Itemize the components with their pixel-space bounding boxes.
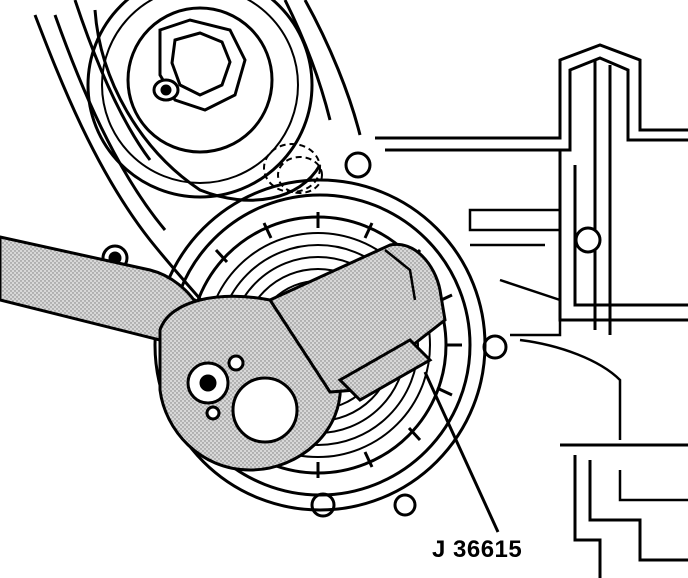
engine-bolt-heads — [310, 151, 602, 518]
tool-callout-label: J 36615 — [432, 536, 523, 563]
callout-leader-line — [423, 371, 500, 533]
engine-block — [375, 43, 688, 578]
hidden-component — [263, 143, 323, 194]
ratchet-wrench — [0, 235, 342, 472]
crankshaft-pulley — [86, 0, 314, 199]
special-tool-arm — [267, 242, 447, 402]
